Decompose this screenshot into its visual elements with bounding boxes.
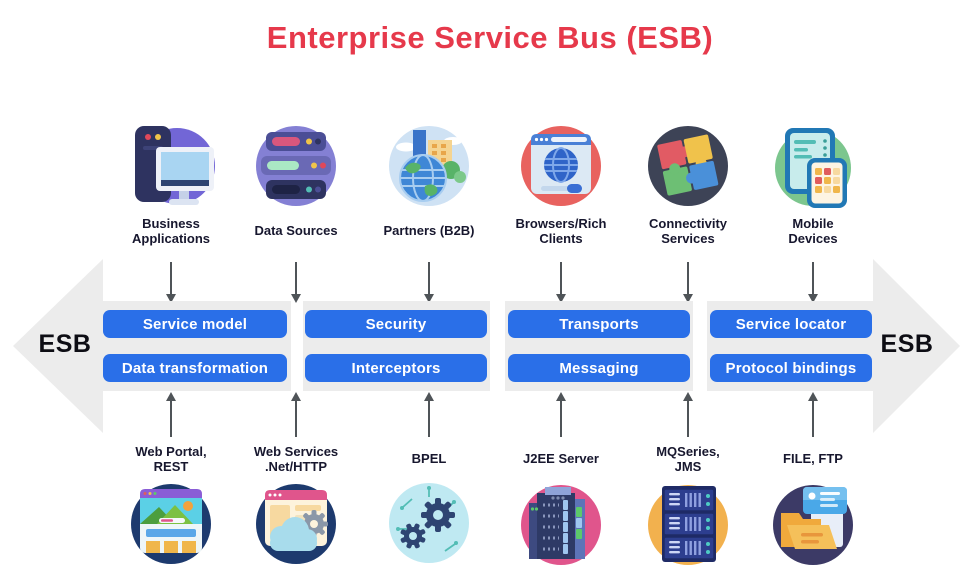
flow-arrow-down	[555, 262, 567, 303]
web-portal-icon	[125, 477, 217, 569]
esb-label-right: ESB	[880, 330, 934, 358]
flow-arrow-up	[165, 392, 177, 437]
browsers-rich-clients-icon	[515, 120, 607, 212]
source-label-browsers: Browsers/Rich Clients	[515, 215, 607, 246]
source-label-connectivity: Connectivity Services	[648, 215, 727, 246]
capability-security: Security	[305, 310, 487, 338]
flow-arrow-down	[682, 262, 694, 303]
connectivity-services-icon	[642, 120, 734, 212]
source-label-mobile: Mobile Devices	[788, 215, 838, 246]
flow-arrow-up	[682, 392, 694, 437]
business-applications-icon	[125, 120, 217, 212]
flow-arrow-up	[555, 392, 567, 437]
adapter-label-file-ftp: FILE, FTP	[783, 451, 843, 467]
capability-service-locator: Service locator	[710, 310, 872, 338]
capability-messaging: Messaging	[508, 354, 690, 382]
page-title: Enterprise Service Bus (ESB)	[266, 20, 714, 55]
mqseries-jms-icon	[642, 477, 734, 569]
data-sources-icon	[250, 120, 342, 212]
flow-arrow-down	[807, 262, 819, 303]
capability-service-model: Service model	[103, 310, 287, 338]
capability-interceptors: Interceptors	[305, 354, 487, 382]
adapter-label-bpel: BPEL	[411, 451, 447, 467]
source-label-partners: Partners (B2B)	[383, 223, 475, 239]
adapter-label-web-portal: Web Portal, REST	[135, 443, 207, 474]
flow-arrow-up	[423, 392, 435, 437]
partners-b2b-icon	[383, 120, 475, 212]
bpel-gears-icon	[383, 477, 475, 569]
capability-data-transformation: Data transformation	[103, 354, 287, 382]
flow-arrow-down	[290, 262, 302, 303]
esb-label-left: ESB	[38, 330, 92, 358]
adapter-label-j2ee: J2EE Server	[523, 451, 599, 467]
capability-protocol-bindings: Protocol bindings	[710, 354, 872, 382]
web-services-icon	[250, 477, 342, 569]
flow-arrow-down	[165, 262, 177, 303]
source-label-data-sources: Data Sources	[254, 223, 338, 239]
file-ftp-icon	[767, 477, 859, 569]
adapter-label-web-services: Web Services .Net/HTTP	[253, 443, 339, 474]
source-label-business-applications: Business Applications	[131, 215, 210, 246]
flow-arrow-down	[423, 262, 435, 303]
j2ee-server-icon	[515, 477, 607, 569]
flow-arrow-up	[290, 392, 302, 437]
flow-arrow-up	[807, 392, 819, 437]
mobile-devices-icon	[767, 120, 859, 212]
capability-transports: Transports	[508, 310, 690, 338]
adapter-label-mqseries: MQSeries, JMS	[656, 443, 720, 474]
